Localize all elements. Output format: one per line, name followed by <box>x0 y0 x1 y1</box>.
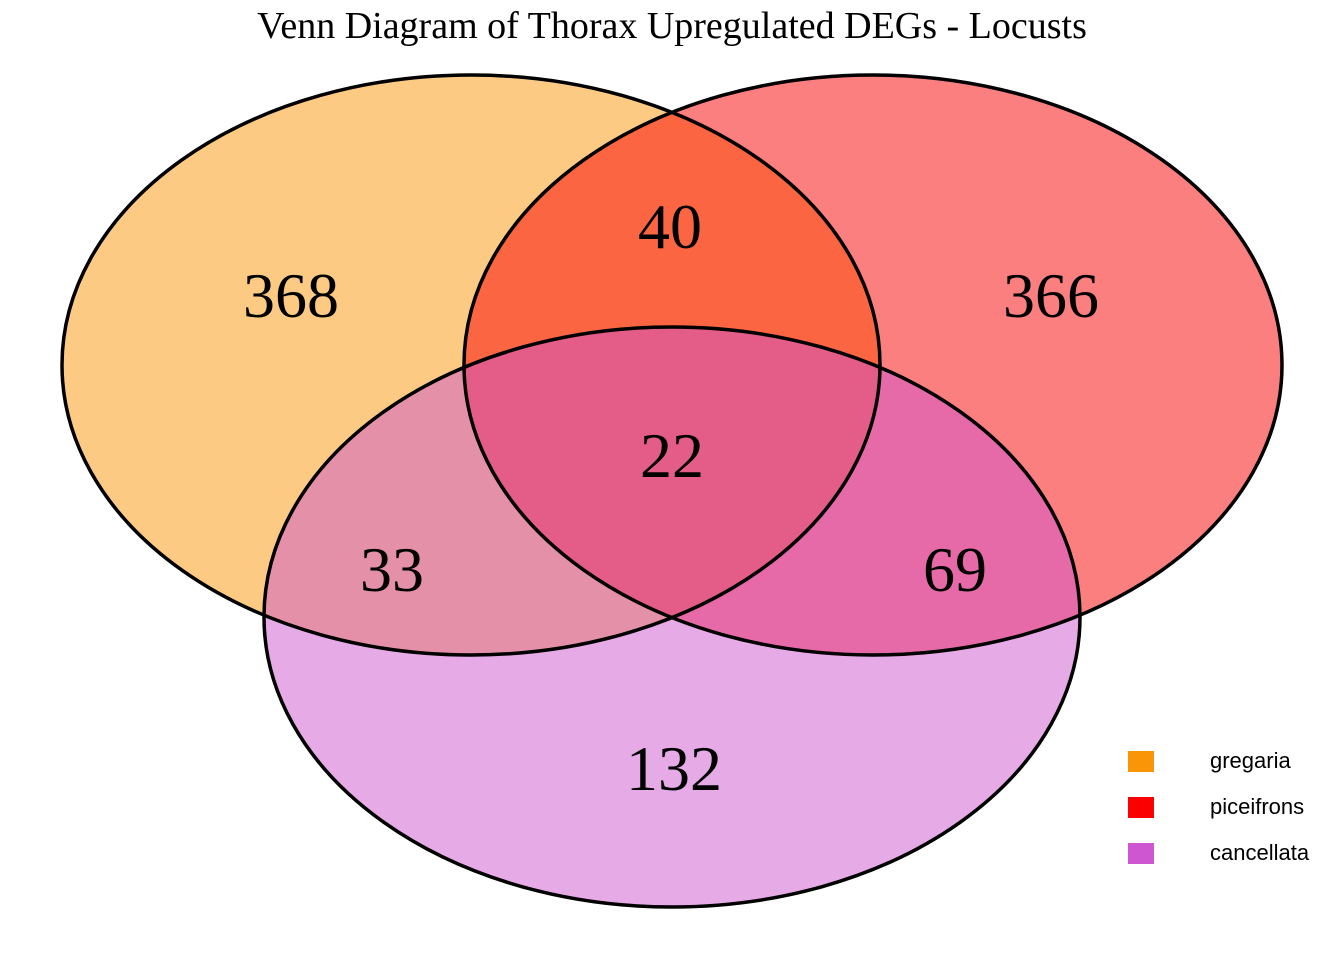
legend-label-gregaria: gregaria <box>1210 748 1291 773</box>
ellipse-outline-piceifrons <box>462 73 1284 657</box>
legend-swatch-gregaria <box>1128 750 1154 772</box>
region-count-piceifrons-only: 366 <box>1003 260 1099 331</box>
legend-label-cancellata: cancellata <box>1210 840 1310 865</box>
region-count-gregaria-cancellata: 33 <box>360 534 424 605</box>
ellipse-outline-cancellata <box>262 325 1082 909</box>
legend-item-cancellata: cancellata <box>1128 840 1310 865</box>
region-count-cancellata-only: 132 <box>626 733 722 804</box>
ellipse-outline-gregaria <box>60 73 882 657</box>
region-count-gregaria-piceifrons: 40 <box>638 191 702 262</box>
legend-swatch-cancellata <box>1128 842 1154 864</box>
region-count-gregaria-only: 368 <box>243 260 339 331</box>
legend: gregaria piceifrons cancellata <box>1128 748 1310 888</box>
legend-label-piceifrons: piceifrons <box>1210 794 1305 819</box>
legend-item-gregaria: gregaria <box>1128 748 1309 773</box>
legend-item-piceifrons: piceifrons <box>1128 794 1309 819</box>
chart-title: Venn Diagram of Thorax Upregulated DEGs … <box>257 5 1087 47</box>
legend-swatch-piceifrons <box>1128 796 1154 818</box>
region-count-piceifrons-cancellata: 69 <box>923 534 987 605</box>
region-count-all-three: 22 <box>640 420 704 491</box>
